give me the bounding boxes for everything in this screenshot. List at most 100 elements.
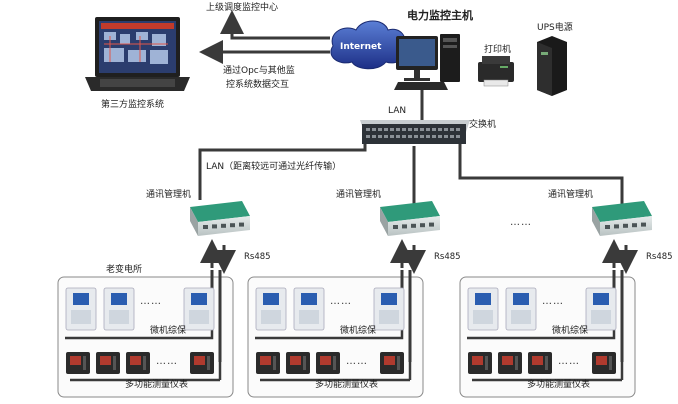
meter-more-dots: ……	[558, 356, 580, 367]
comm-manager-top	[592, 201, 652, 222]
lan-fiber-label: LAN（距离较远可通过光纤传输）	[206, 162, 342, 172]
relay-more-dots: ……	[330, 296, 352, 307]
switch-left-link	[198, 142, 367, 200]
relay-more-dots: ……	[140, 296, 162, 307]
comm-port	[239, 222, 244, 227]
relay-screen	[513, 293, 529, 305]
multifunction-meter-label: 多功能测量仪表	[125, 380, 189, 390]
top-connectors	[198, 10, 624, 205]
meter-side	[207, 356, 210, 370]
ups-label: UPS电源	[537, 23, 573, 33]
relay-keypad	[189, 310, 209, 324]
meter-display	[290, 356, 301, 365]
lan-label: LAN	[388, 106, 407, 116]
comm-port	[230, 223, 235, 228]
relay-keypad	[71, 310, 91, 324]
meter-side	[143, 356, 146, 370]
meter-side	[515, 356, 518, 370]
meter-display	[532, 356, 543, 365]
opc-label-line2: 控系统数据交互	[226, 80, 290, 90]
relay-keypad	[379, 310, 399, 324]
relay-keypad	[473, 310, 493, 324]
rs485-label: Rs485	[434, 252, 461, 262]
relay-screen	[263, 293, 279, 305]
relay-screen	[301, 293, 317, 305]
third-party-label: 第三方监控系统	[101, 100, 165, 110]
meter-display	[194, 356, 205, 365]
comm-port	[623, 223, 628, 228]
meter-display	[260, 356, 271, 365]
meter-display	[502, 356, 513, 365]
meter-side	[273, 356, 276, 370]
meter-side	[303, 356, 306, 370]
multifunction-meter-label: 多功能测量仪表	[315, 380, 379, 390]
comm-port	[203, 225, 208, 229]
substations-layer	[57, 201, 652, 398]
meter-side	[609, 356, 612, 370]
switch-label: 交换机	[469, 120, 497, 130]
main-host-label: 电力监控主机	[407, 9, 473, 22]
switch-icon	[360, 120, 470, 144]
printer-icon	[478, 56, 514, 87]
substation-group	[459, 201, 652, 398]
comm-port	[614, 224, 619, 229]
relay-screen	[593, 293, 609, 305]
protection-relay-label: 微机综保	[150, 326, 187, 336]
relay-keypad	[109, 310, 129, 324]
relay-keypad	[591, 310, 611, 324]
comm-port	[221, 223, 226, 228]
ups-icon	[537, 36, 567, 96]
comm-manager-side	[190, 207, 198, 236]
comm-manager-top	[190, 201, 250, 222]
comm-manager-label: 通讯管理机	[548, 190, 594, 200]
meter-display	[130, 356, 141, 365]
rs485-label: Rs485	[646, 252, 673, 262]
multifunction-meter-label: 多功能测量仪表	[527, 380, 591, 390]
printer-label: 打印机	[484, 45, 512, 55]
comm-port	[641, 222, 646, 227]
relay-screen	[73, 293, 89, 305]
meter-display	[70, 356, 81, 365]
comm-port	[411, 223, 416, 228]
comm-port	[429, 222, 434, 227]
comm-port	[420, 223, 425, 228]
meter-side	[485, 356, 488, 370]
meter-display	[596, 356, 607, 365]
third-party-laptop	[85, 17, 190, 91]
comm-manager-label: 通讯管理机	[146, 190, 192, 200]
internet-label: Internet	[340, 42, 382, 52]
relay-screen	[191, 293, 207, 305]
switch-right-link	[458, 142, 624, 205]
more-substations-dots: ……	[510, 217, 532, 228]
protection-relay-label: 微机综保	[340, 326, 377, 336]
meter-side	[113, 356, 116, 370]
substation-name-label: 老变电所	[106, 265, 143, 275]
relay-keypad	[299, 310, 319, 324]
comm-port	[402, 224, 407, 229]
meter-side	[545, 356, 548, 370]
relay-keypad	[261, 310, 281, 324]
comm-port	[632, 223, 637, 228]
opc-label-line1: 通过Opc与其他监	[223, 66, 295, 76]
meter-side	[397, 356, 400, 370]
protection-relay-label: 微机综保	[552, 326, 589, 336]
comm-manager-side	[380, 207, 388, 236]
meter-display	[472, 356, 483, 365]
comm-manager-label: 通讯管理机	[336, 190, 382, 200]
comm-manager-side	[592, 207, 600, 236]
relay-more-dots: ……	[542, 296, 564, 307]
meter-more-dots: ……	[346, 356, 368, 367]
meter-side	[83, 356, 86, 370]
substation-group	[57, 201, 250, 398]
meter-display	[100, 356, 111, 365]
comm-port	[393, 225, 398, 229]
relay-screen	[475, 293, 491, 305]
relay-screen	[111, 293, 127, 305]
main-host-icon	[394, 34, 460, 90]
comm-port	[605, 225, 610, 229]
comm-port	[212, 224, 217, 229]
rs485-label: Rs485	[244, 252, 271, 262]
meter-more-dots: ……	[156, 356, 178, 367]
